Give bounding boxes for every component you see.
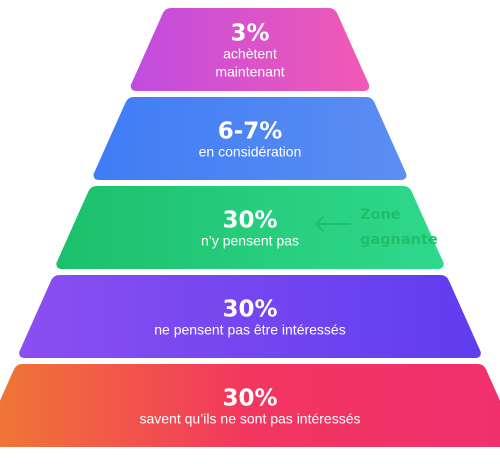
tier-label-line: maintenant bbox=[215, 64, 284, 80]
pyramid-tier-shape bbox=[130, 8, 370, 91]
tier-label-line: achètent bbox=[223, 46, 277, 62]
pyramid-tier-shape bbox=[19, 275, 481, 358]
pyramid-tier-shape bbox=[93, 97, 407, 180]
pyramid-tier-shape bbox=[0, 364, 500, 447]
arrow-left-icon bbox=[315, 216, 351, 232]
zone-annotation: Zone gagnante bbox=[315, 207, 438, 248]
tier-value: 3% bbox=[230, 21, 269, 47]
tier-value: 30% bbox=[222, 386, 277, 412]
pyramid-tier-2: 6-7%en considération bbox=[93, 97, 407, 180]
tier-label-line: savent qu’ils ne sont pas intéressés bbox=[139, 411, 360, 427]
pyramid-tier-4: 30%ne pensent pas être intéressés bbox=[19, 275, 481, 358]
pyramid-tier-3: 30%n’y pensent pas bbox=[56, 186, 444, 269]
zone-label-line-2: gagnante bbox=[360, 232, 438, 248]
tier-label-line: n’y pensent pas bbox=[201, 233, 299, 249]
pyramid-tier-5: 30%savent qu’ils ne sont pas intéressés bbox=[0, 364, 500, 447]
pyramid-tier-shape bbox=[56, 186, 444, 269]
tier-value: 6-7% bbox=[218, 119, 283, 145]
pyramid-tier-1: 3%achètent maintenant bbox=[130, 8, 370, 91]
tier-label-line: en considération bbox=[199, 144, 302, 160]
zone-label-line-1: Zone bbox=[360, 207, 401, 223]
tier-value: 30% bbox=[222, 208, 277, 234]
tier-value: 30% bbox=[222, 297, 277, 323]
tier-label-line: ne pensent pas être intéressés bbox=[154, 322, 345, 338]
